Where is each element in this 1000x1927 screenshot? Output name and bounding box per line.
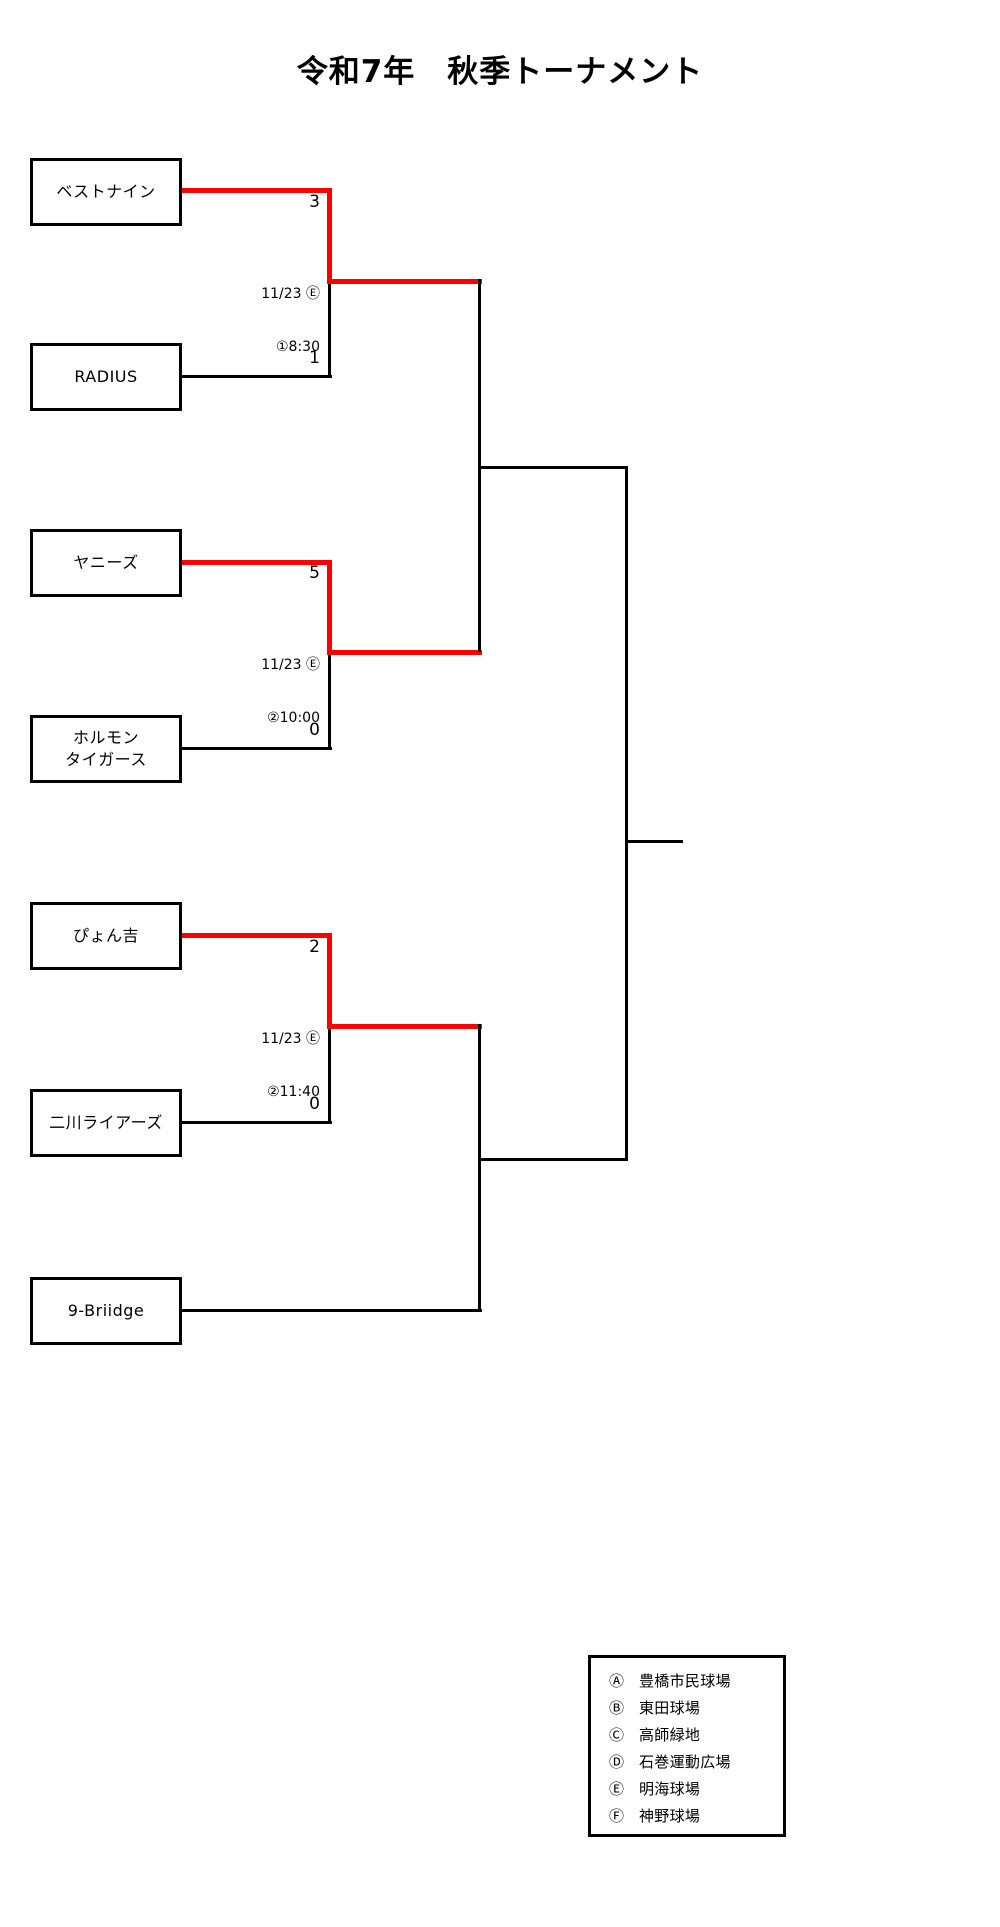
bye-line-nine-briidge: [182, 1309, 482, 1312]
match-3-info: 11/23 Ⓔ ②11:40: [200, 1004, 320, 1127]
team-box-radius: RADIUS: [30, 343, 182, 411]
venue-name-e: 明海球場: [639, 1780, 701, 1798]
match-1-score-bottom: 1: [309, 348, 320, 368]
match-1-vertical-black: [328, 282, 331, 378]
venue-legend: Ⓐ 豊橋市民球場 Ⓑ 東田球場 Ⓒ 高師緑地 Ⓓ 石巻運動広場 Ⓔ 明海球場 Ⓕ…: [588, 1655, 786, 1837]
venue-key-c: Ⓒ: [609, 1726, 625, 1744]
venue-name-b: 東田球場: [639, 1699, 701, 1717]
venue-key-e: Ⓔ: [609, 1780, 625, 1798]
venue-key-d: Ⓓ: [609, 1753, 625, 1771]
match-3-winner-line-top: [182, 933, 332, 938]
match-3-score-top: 2: [309, 937, 320, 957]
team-name: 9-Briidge: [67, 1301, 145, 1321]
match-1-date: 11/23 Ⓔ: [261, 286, 320, 302]
venue-key-a: Ⓐ: [609, 1672, 625, 1690]
team-name-line2: タイガース: [65, 750, 147, 769]
final-output-line: [625, 840, 683, 843]
page-title: 令和7年 秋季トーナメント: [296, 54, 704, 90]
team-box-hormone-tigers: ホルモン タイガース: [30, 715, 182, 783]
match-1-winner-line-top: [182, 188, 332, 193]
team-name: ホルモン: [72, 728, 139, 748]
legend-row: Ⓑ 東田球場: [591, 1694, 783, 1721]
match-3-output-line: [327, 1024, 482, 1029]
legend-row: Ⓓ 石巻運動広場: [591, 1748, 783, 1775]
team-box-futagawa-liars: 二川ライアーズ: [30, 1089, 182, 1157]
match-1-line-bottom: [182, 375, 332, 378]
match-2-score-top: 5: [309, 563, 320, 583]
match-3-line-bottom: [182, 1121, 332, 1124]
match-2-info: 11/23 Ⓔ ②10:00: [200, 630, 320, 753]
venue-name-d: 石巻運動広場: [639, 1753, 731, 1771]
semifinal-upper-vertical: [478, 279, 481, 652]
team-name: ベストナイン: [56, 182, 156, 202]
team-box-best-nine: ベストナイン: [30, 158, 182, 226]
team-name: ヤニーズ: [73, 553, 139, 573]
match-2-vertical-red: [327, 560, 332, 655]
team-name: 二川ライアーズ: [49, 1113, 163, 1133]
team-name: ぴょん吉: [72, 926, 139, 946]
match-3-vertical-red: [327, 933, 332, 1029]
legend-row: Ⓕ 神野球場: [591, 1802, 783, 1829]
team-box-pyonkichi: ぴょん吉: [30, 902, 182, 970]
match-1-vertical-red: [327, 188, 332, 284]
venue-name-f: 神野球場: [639, 1807, 701, 1825]
match-1-score-top: 3: [309, 192, 320, 212]
team-box-nine-briidge: 9-Briidge: [30, 1277, 182, 1345]
legend-row: Ⓔ 明海球場: [591, 1775, 783, 1802]
venue-key-b: Ⓑ: [609, 1699, 625, 1717]
match-2-score-bottom: 0: [309, 720, 320, 740]
legend-row: Ⓒ 高師緑地: [591, 1721, 783, 1748]
match-2-output-line: [327, 650, 482, 655]
match-3-time: ②11:40: [267, 1084, 320, 1100]
match-3-score-bottom: 0: [309, 1094, 320, 1114]
match-2-line-bottom: [182, 747, 332, 750]
venue-name-a: 豊橋市民球場: [639, 1672, 731, 1690]
match-2-winner-line-top: [182, 560, 332, 565]
venue-key-f: Ⓕ: [609, 1807, 625, 1825]
match-2-vertical-black: [328, 652, 331, 750]
match-1-time: ①8:30: [276, 339, 320, 355]
match-3-vertical-black: [328, 1026, 331, 1124]
team-box-yanees: ヤニーズ: [30, 529, 182, 597]
legend-row: Ⓐ 豊橋市民球場: [591, 1667, 783, 1694]
team-name: RADIUS: [74, 367, 138, 387]
semifinal-lower-output-line: [478, 1158, 628, 1161]
match-2-date: 11/23 Ⓔ: [261, 657, 320, 673]
semifinal-lower-vertical: [478, 1024, 481, 1312]
venue-name-c: 高師緑地: [639, 1726, 701, 1744]
match-1-output-line: [327, 279, 482, 284]
final-vertical: [625, 466, 628, 1161]
match-3-date: 11/23 Ⓔ: [261, 1031, 320, 1047]
match-2-time: ②10:00: [267, 710, 320, 726]
semifinal-upper-output-line: [478, 466, 628, 469]
match-1-info: 11/23 Ⓔ ①8:30: [200, 259, 320, 382]
